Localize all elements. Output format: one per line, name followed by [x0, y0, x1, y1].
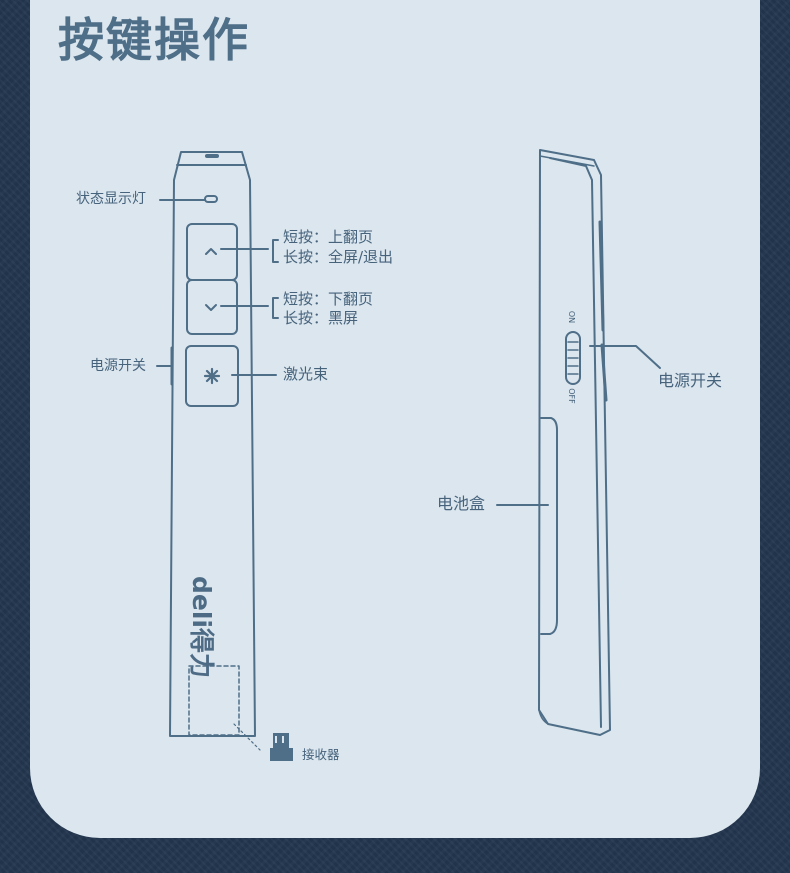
front-body-outline: [169, 151, 256, 737]
side-power-leader: [589, 345, 661, 369]
laser-label: 激光束: [283, 365, 329, 383]
chevron-up-icon: [205, 248, 217, 255]
switch-off-label: OFF: [566, 388, 576, 404]
receiver-slot: [188, 665, 240, 736]
side-bottom-curve: [538, 709, 549, 725]
chevron-down-icon: [205, 304, 217, 311]
side-power-switch-label: 电源开关: [658, 371, 723, 390]
down-key-bracket: [272, 297, 279, 319]
page-title: 按键操作: [58, 13, 250, 67]
brand-logo: deli得力: [187, 576, 216, 678]
switch-grip-lines: [567, 341, 579, 375]
up-button: [186, 223, 238, 281]
power-switch-label: 电源开关: [90, 358, 146, 374]
up-key-bracket: [272, 239, 279, 263]
side-buttons-edge: [598, 220, 608, 402]
power-slide-switch: [565, 331, 581, 385]
side-body-outline: [538, 149, 611, 736]
down-key-short-label: 短按：下翻页: [283, 290, 374, 308]
status-light: [204, 195, 218, 203]
status-light-label: 状态显示灯: [76, 191, 146, 207]
content-panel: [30, 0, 760, 838]
switch-on-label: ON: [567, 310, 577, 324]
up-key-short-label: 短按：上翻页: [283, 228, 374, 246]
front-top-port: [205, 154, 219, 158]
receiver-icon: [270, 733, 293, 761]
side-body-inner-edge: [549, 157, 602, 728]
star-burst-icon: [203, 367, 221, 385]
side-view: [496, 149, 661, 736]
up-key-long-label: 长按：全屏/退出: [283, 248, 394, 266]
receiver-label: 接收器: [302, 747, 340, 762]
down-key-long-label: 长按：黑屏: [283, 309, 359, 327]
front-view: [156, 151, 293, 761]
battery-box-outline: [540, 417, 558, 635]
receiver-pointer: [233, 723, 261, 751]
battery-label: 电池盒: [437, 494, 486, 513]
side-top-cap: [539, 149, 595, 167]
